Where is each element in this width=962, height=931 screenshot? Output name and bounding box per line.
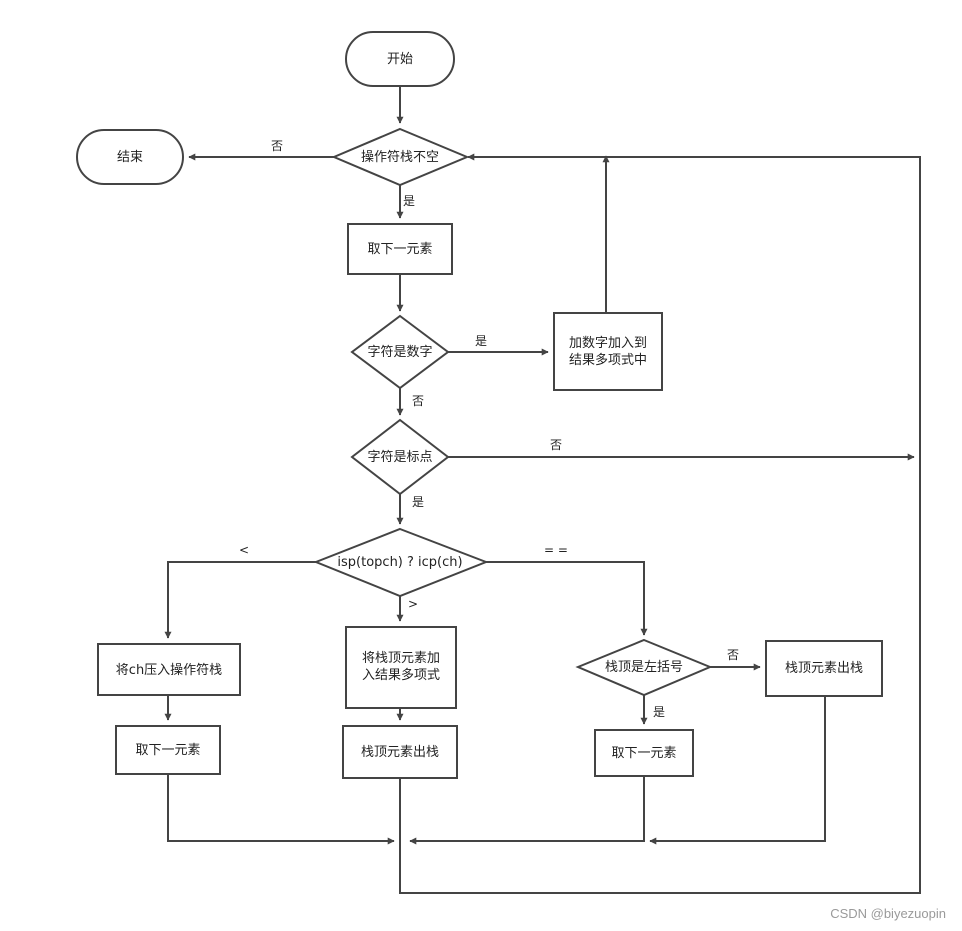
node-add-digit-line1: 加数字加入到: [569, 336, 647, 351]
node-is-punct: 字符是标点: [350, 418, 450, 496]
node-start: 开始: [345, 31, 455, 87]
watermark: CSDN @biyezuopin: [830, 906, 946, 921]
node-push-ch: 将ch压入操作符栈: [97, 643, 241, 696]
node-add-digit-line2: 结果多项式中: [569, 352, 647, 368]
node-is-digit: 字符是数字: [350, 314, 450, 390]
label-no-punct: 否: [550, 438, 562, 452]
node-push-ch-label: 将ch压入操作符栈: [116, 662, 222, 678]
label-no-to-end: 否: [271, 139, 283, 153]
node-take-next-2: 取下一元素: [115, 725, 221, 775]
node-pop-top-1: 栈顶元素出栈: [342, 725, 458, 779]
label-equal: = =: [544, 543, 568, 557]
edge-merge-take3: [409, 776, 645, 845]
node-add-digit: 加数字加入到 结果多项式中: [553, 312, 663, 391]
node-take-next-1-label: 取下一元素: [367, 242, 432, 257]
edge-compare-equal: [486, 561, 648, 636]
label-no-left-paren: 否: [727, 648, 739, 662]
label-greater-than: >: [408, 597, 418, 611]
edge-labels: 否 是 是 否 否 是 < > = = 否 是: [239, 139, 739, 719]
node-take-next-3: 取下一元素: [594, 729, 694, 777]
connectors: [164, 86, 921, 894]
node-end: 结束: [76, 129, 184, 185]
label-yes-digit: 是: [475, 334, 487, 348]
node-compare-label: isp(topch) ? icp(ch): [337, 555, 462, 570]
node-take-next-2-label: 取下一元素: [135, 743, 200, 758]
node-pop-top-2: 栈顶元素出栈: [765, 640, 883, 697]
label-less-than: <: [239, 543, 249, 557]
node-end-label: 结束: [117, 150, 143, 165]
edge-merge-pop2: [649, 696, 826, 845]
node-start-label: 开始: [387, 52, 413, 67]
label-yes-not-empty: 是: [403, 194, 415, 208]
node-check-op-stack: 操作符栈不空: [331, 127, 470, 187]
node-pop-top-1-label: 栈顶元素出栈: [361, 745, 439, 760]
node-take-next-1: 取下一元素: [347, 223, 453, 275]
node-is-digit-label: 字符是数字: [367, 344, 432, 360]
edge-merge-left: [167, 774, 395, 845]
node-compare: isp(topch) ? icp(ch): [313, 527, 489, 598]
node-top-to-result-line2: 入结果多项式: [362, 667, 440, 683]
node-pop-top-2-label: 栈顶元素出栈: [785, 661, 863, 676]
label-no-digit: 否: [412, 394, 424, 408]
node-is-punct-label: 字符是标点: [367, 449, 432, 465]
node-check-op-stack-label: 操作符栈不空: [361, 149, 439, 165]
edge-return-loop: [399, 153, 921, 894]
label-yes-left-paren: 是: [653, 705, 665, 719]
node-is-left-paren-label: 栈顶是左括号: [605, 660, 683, 675]
node-take-next-3-label: 取下一元素: [611, 746, 676, 761]
node-top-to-result: 将栈顶元素加 入结果多项式: [345, 626, 457, 709]
label-yes-punct: 是: [412, 495, 424, 509]
node-is-left-paren: 栈顶是左括号: [575, 638, 713, 697]
node-top-to-result-line1: 将栈顶元素加: [362, 651, 440, 666]
edge-compare-less: [164, 561, 316, 639]
